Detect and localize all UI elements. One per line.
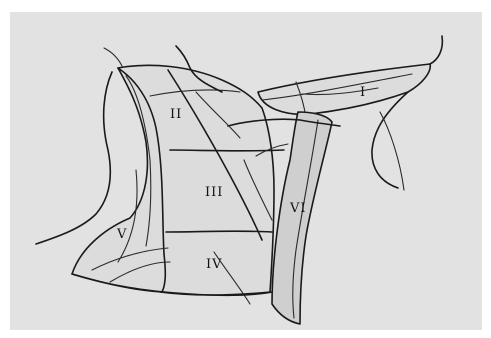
level-vi-label: VI <box>289 201 307 216</box>
boundary-iii-iv <box>166 231 272 232</box>
level-v-label: V <box>116 227 127 242</box>
level-iv-label: IV <box>206 257 223 272</box>
level-i-label: I <box>360 85 366 100</box>
level-iii-label: III <box>205 185 223 200</box>
level-ii-label: II <box>170 107 182 122</box>
